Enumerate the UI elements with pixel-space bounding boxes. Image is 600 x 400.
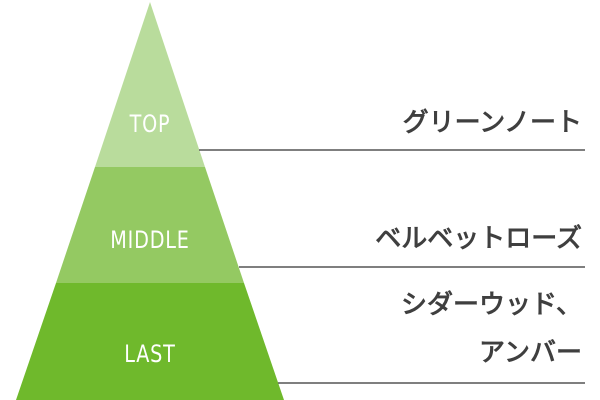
last-note-line1: シダーウッド、 [401,290,582,320]
last-note-line2: アンバー [479,338,582,368]
top-label: TOP [129,110,171,138]
pyramid-last-band [16,283,284,400]
pyramid-top-band [95,2,205,167]
top-note: グリーンノート [402,108,582,138]
middle-note: ベルベットローズ [375,224,582,254]
last-label: LAST [124,340,176,368]
pyramid-middle-band [56,167,244,283]
middle-label: MIDDLE [110,226,190,254]
